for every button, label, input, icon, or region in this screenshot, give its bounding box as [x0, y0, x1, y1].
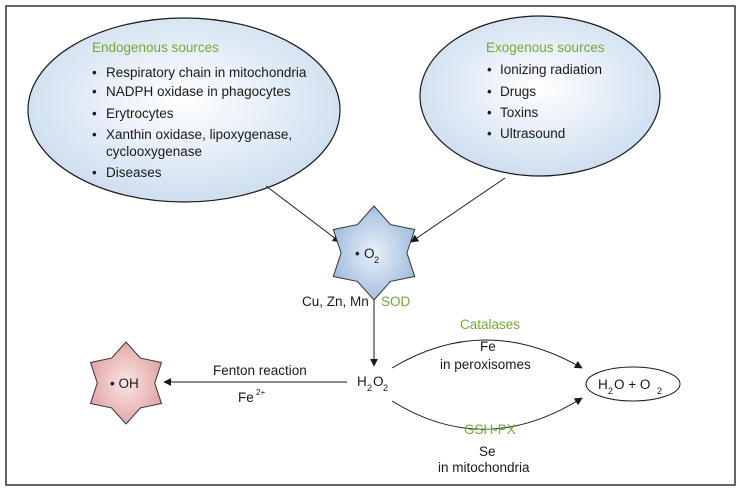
products-o-plus: O + O: [614, 377, 650, 392]
exogenous-title: Exogenous sources: [486, 40, 605, 55]
endogenous-ellipse: [27, 17, 341, 203]
products-sub1: 2: [608, 386, 613, 396]
endogenous-arrow: [265, 185, 341, 243]
bullet-ex-4: •: [487, 126, 492, 141]
gshpx-location: in mitochondria: [438, 460, 530, 475]
bullet-2: •: [92, 84, 97, 99]
products-ellipse: [585, 366, 681, 402]
exogenous-item-1: Ionizing radiation: [500, 62, 602, 77]
gshpx-enzyme: GSH-PX: [464, 422, 516, 437]
endogenous-item-3: Erytrocytes: [106, 106, 174, 121]
endogenous-item-4-cont: cyclooxygenase: [106, 144, 202, 159]
gshpx-arrow: [391, 397, 583, 430]
h2o2-o: O: [373, 374, 384, 389]
catalase-enzyme: Catalases: [460, 317, 520, 332]
bullet-3: •: [92, 106, 97, 121]
endogenous-item-1: Respiratory chain in mitochondria: [106, 65, 307, 80]
h2o2-sub2: 2: [383, 383, 388, 393]
bullet-1: •: [92, 65, 97, 80]
bullet-ex-3: •: [487, 105, 492, 120]
endogenous-item-2: NADPH oxidase in phagocytes: [106, 84, 291, 99]
exogenous-list: • Ionizing radiation • Drugs • Toxins • …: [487, 62, 602, 141]
endogenous-list: • Respiratory chain in mitochondria • NA…: [92, 65, 307, 180]
superoxide-symbol: O: [364, 246, 375, 261]
bullet-5: •: [92, 165, 97, 180]
products-h: H: [598, 377, 608, 392]
products-sub2: 2: [657, 386, 662, 396]
fenton-charge: 2+: [256, 388, 265, 397]
bullet-4: •: [92, 127, 97, 142]
endogenous-item-5: Diseases: [106, 165, 162, 180]
h2o2-h: H: [357, 374, 367, 389]
exogenous-arrow: [410, 177, 506, 243]
catalase-arrow: [391, 339, 583, 369]
bullet-ex-2: •: [487, 84, 492, 99]
superoxide-star: • O 2: [332, 205, 416, 301]
exogenous-ellipse: [419, 15, 661, 177]
exogenous-item-3: Toxins: [500, 105, 539, 120]
sod-cofactors: Cu, Zn, Mn: [302, 294, 369, 309]
products: H 2 O + O 2: [585, 366, 681, 402]
endogenous-item-4: Xanthin oxidase, lipoxygenase,: [106, 127, 292, 142]
fenton-label: Fenton reaction: [213, 363, 307, 378]
sod-enzyme: SOD: [381, 294, 411, 309]
hydroxyl-star: • OH: [89, 341, 163, 425]
superoxide-subscript: 2: [374, 255, 379, 265]
catalase-cofactor: Fe: [480, 339, 496, 354]
endogenous-title: Endogenous sources: [92, 40, 219, 55]
bullet-ex-1: •: [487, 62, 492, 77]
exogenous-item-2: Drugs: [500, 84, 536, 99]
exogenous-item-4: Ultrasound: [500, 126, 565, 141]
gshpx-cofactor: Se: [479, 444, 496, 459]
fenton-ion: Fe: [238, 390, 254, 405]
hydroxyl-label: • OH: [110, 376, 139, 391]
catalase-location: in peroxisomes: [440, 357, 531, 372]
superoxide-dot: •: [355, 246, 360, 261]
h2o2-sub1: 2: [367, 383, 372, 393]
h2o2-label: H 2 O 2: [357, 374, 388, 393]
